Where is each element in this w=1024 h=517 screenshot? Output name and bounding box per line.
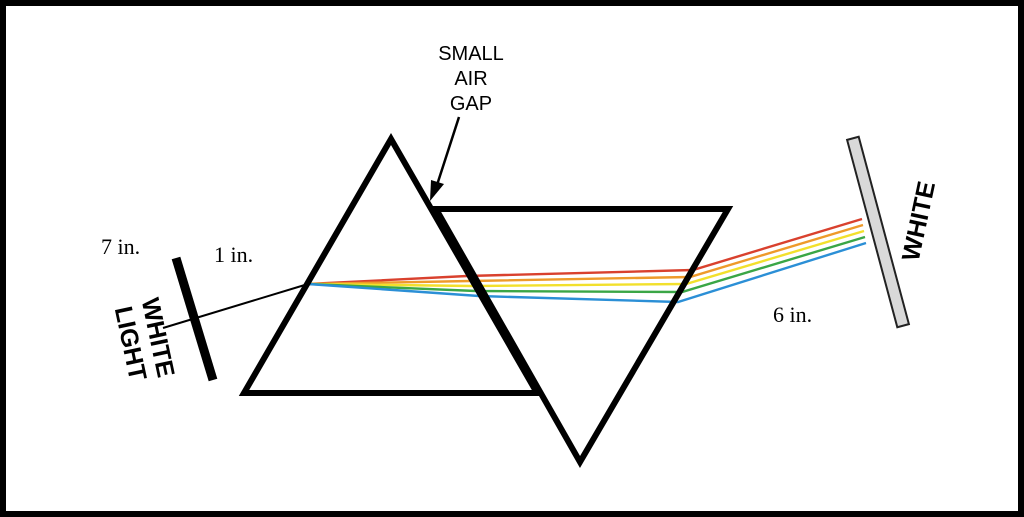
air-gap-arrow-shaft bbox=[435, 116, 461, 186]
distance-entry-label: 1 in. bbox=[214, 242, 253, 267]
ray-yellow bbox=[307, 229, 865, 288]
air-gap-label-line3: GAP bbox=[450, 93, 492, 115]
screen-panel bbox=[845, 135, 911, 329]
distance-source-label: 7 in. bbox=[101, 234, 140, 259]
prism-upright bbox=[238, 132, 543, 396]
ray-orange bbox=[307, 223, 864, 286]
prism-inverted bbox=[430, 206, 734, 469]
light-source-bar bbox=[171, 256, 218, 382]
ray-red bbox=[307, 217, 863, 286]
spectrum-rays bbox=[307, 217, 867, 304]
white-light-ray bbox=[162, 283, 309, 329]
ray-blue bbox=[307, 241, 867, 304]
air-gap-label-line1: SMALL bbox=[438, 43, 504, 65]
air-gap-arrow-head bbox=[430, 180, 444, 201]
air-gap-label-line2: AIR bbox=[454, 68, 487, 90]
distance-screen-label: 6 in. bbox=[773, 302, 812, 327]
ray-green bbox=[307, 235, 866, 294]
